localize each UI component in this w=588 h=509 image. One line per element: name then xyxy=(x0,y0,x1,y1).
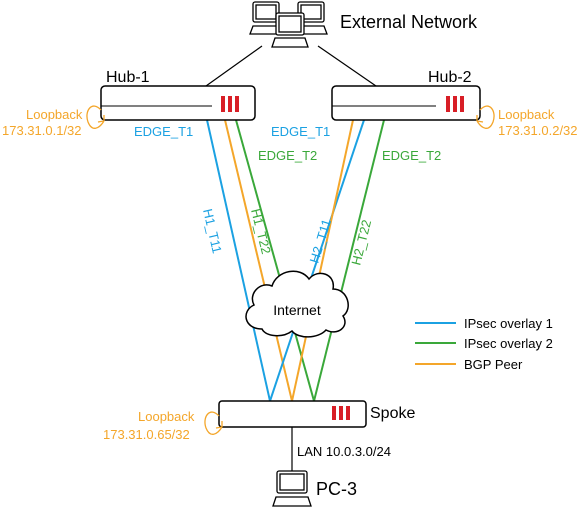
hub2-edge-t2-label: EDGE_T2 xyxy=(382,148,441,163)
h1-bgp-line xyxy=(224,119,293,402)
loop-arrow-icon xyxy=(86,105,105,129)
hub1-edge-t2-label: EDGE_T2 xyxy=(258,148,317,163)
hub1-edge-t1-label: EDGE_T1 xyxy=(134,124,193,139)
internet-cloud: Internet xyxy=(245,270,349,338)
hub2-label: Hub-2 xyxy=(428,69,472,86)
hub2-device xyxy=(331,85,481,121)
hub1-loopback: Loopback 173.31.0.1/32 xyxy=(2,105,105,138)
link-ext-hub2 xyxy=(317,45,377,87)
hub2-loopback-ip: 173.31.0.2/32 xyxy=(498,123,578,138)
pc-icon xyxy=(249,1,283,35)
hub2-edge-t1-label: EDGE_T1 xyxy=(271,124,330,139)
spoke-loopback-label: Loopback xyxy=(138,409,195,424)
external-links xyxy=(205,45,377,474)
loop-arrow-icon xyxy=(476,105,495,129)
h2-bgp-line xyxy=(291,119,354,402)
pc3-icon xyxy=(272,470,312,507)
loop-arrow-icon xyxy=(204,411,223,435)
tunnel-lines xyxy=(206,119,385,402)
legend-label-ipsec1: IPsec overlay 1 xyxy=(464,316,553,331)
firewall-device-icon xyxy=(218,400,367,428)
h1-ipsec1-line xyxy=(206,119,271,402)
h1-t11-label: H1_T11 xyxy=(200,207,225,255)
legend-label-bgp: BGP Peer xyxy=(464,357,523,372)
h1-ipsec2-line xyxy=(235,119,315,402)
hub2-loopback: Loopback 173.31.0.2/32 xyxy=(476,105,578,138)
hub1-label: Hub-1 xyxy=(106,69,150,86)
legend-label-ipsec2: IPsec overlay 2 xyxy=(464,336,553,351)
spoke-loopback-ip: 173.31.0.65/32 xyxy=(103,427,190,442)
external-network-label: External Network xyxy=(340,12,478,32)
firewall-device-icon xyxy=(100,85,256,121)
fortinet-bars-icon xyxy=(332,406,350,420)
h2-t22-label: H2_T22 xyxy=(348,218,374,267)
external-network-icon xyxy=(249,1,328,48)
link-ext-hub1 xyxy=(205,45,263,87)
spoke-device xyxy=(218,400,367,428)
hub2-loopback-label: Loopback xyxy=(498,107,555,122)
spoke-label: Spoke xyxy=(370,405,415,422)
h2-ipsec2-line xyxy=(313,119,385,402)
fortinet-bars-icon xyxy=(446,96,464,112)
spoke-loopback: Loopback 173.31.0.65/32 xyxy=(103,409,223,442)
pc-icon xyxy=(271,12,309,48)
hub1-loopback-label: Loopback xyxy=(26,107,83,122)
hub1-loopback-ip: 173.31.0.1/32 xyxy=(2,123,82,138)
fortinet-bars-icon xyxy=(221,96,239,112)
h2-t11-label: H2_T11 xyxy=(307,217,335,265)
lan-label: LAN 10.0.3.0/24 xyxy=(297,444,391,459)
legend: IPsec overlay 1 IPsec overlay 2 BGP Peer xyxy=(415,316,553,372)
hub1-device xyxy=(100,85,256,121)
internet-label: Internet xyxy=(273,302,321,318)
h2-ipsec1-line xyxy=(269,119,365,402)
cloud-icon xyxy=(245,270,349,338)
firewall-device-icon xyxy=(331,85,481,121)
pc3-label: PC-3 xyxy=(316,479,357,499)
